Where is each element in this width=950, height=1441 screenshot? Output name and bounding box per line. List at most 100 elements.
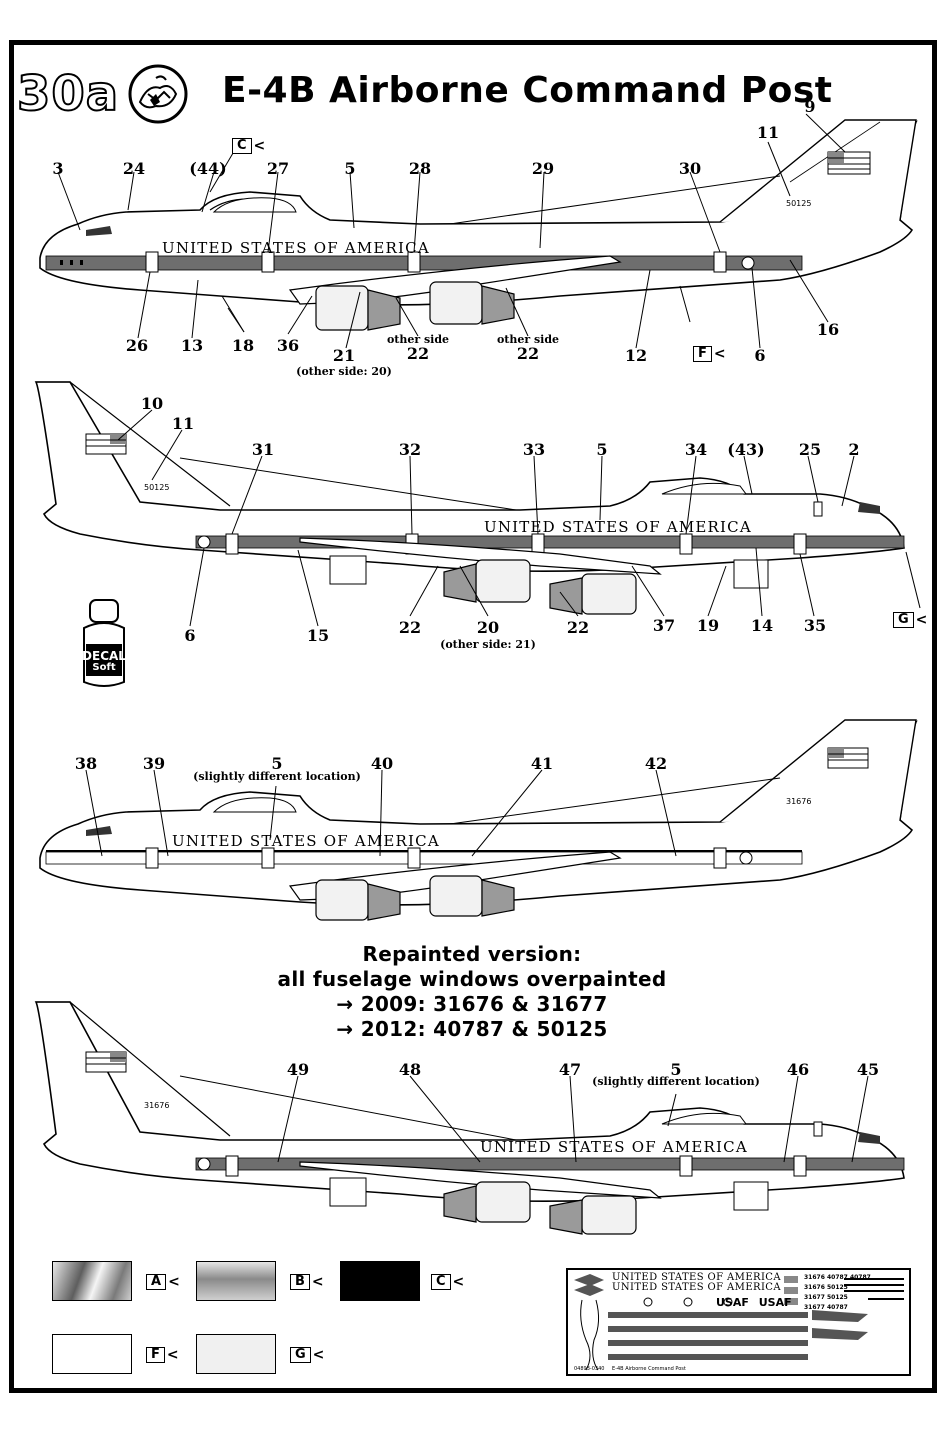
callout: 47	[558, 1060, 582, 1079]
decal-usaf-2: USAF	[758, 1296, 792, 1309]
profile-3-aircraft: 31676 UNITED STATES OF AMERICA	[39, 719, 918, 921]
callout: (43)	[727, 440, 765, 459]
swatch-g	[196, 1334, 276, 1374]
tail-number: 31676	[786, 797, 811, 806]
note: (other side: 20)	[296, 365, 392, 378]
color-code-a: A<	[146, 1274, 180, 1290]
decal-sheet-preview: UNITED STATES OF AMERICA UNITED STATES O…	[566, 1268, 911, 1376]
decal-title-2: UNITED STATES OF AMERICA	[612, 1282, 781, 1293]
callout: 5	[596, 440, 608, 459]
callout: 34	[684, 440, 708, 459]
swatch-f	[52, 1334, 132, 1374]
callout: 13	[180, 336, 204, 355]
decal-title-1: UNITED STATES OF AMERICA	[612, 1272, 781, 1283]
callout: 38	[74, 754, 98, 773]
callout: 9	[804, 97, 816, 116]
callout: 22	[516, 344, 540, 363]
callout: 3	[52, 159, 64, 178]
page-title: E-4B Airborne Command Post	[222, 70, 833, 111]
decal-part-number: 04893-0340	[574, 1366, 605, 1372]
callout: 40	[370, 754, 394, 773]
swatch-a	[52, 1261, 132, 1301]
decal-bottle-sublabel: Soft	[92, 662, 116, 673]
callout: 30	[678, 159, 702, 178]
note: other side	[386, 333, 450, 346]
callout: 42	[644, 754, 668, 773]
callout: 5	[344, 159, 356, 178]
callout: 32	[398, 440, 422, 459]
note: (slightly different location)	[592, 1075, 760, 1088]
callout: 15	[306, 626, 330, 645]
brand-logo-icon	[128, 64, 188, 124]
profile-2-aircraft: 50125 UNITED STATES OF AMERICA	[34, 381, 921, 627]
swatch-c	[340, 1261, 420, 1301]
callout: 39	[142, 754, 166, 773]
callout: 28	[408, 159, 432, 178]
page-frame	[9, 40, 937, 1393]
callout: 12	[624, 346, 648, 365]
repainted-caption: Repainted version: all fuselage windows …	[277, 942, 667, 1041]
color-code-f: F<	[146, 1347, 179, 1363]
callout: 16	[816, 320, 840, 339]
profile-4-aircraft: 31676 UNITED STATES OF AMERICA	[34, 1001, 905, 1235]
callout: 18	[231, 336, 255, 355]
callout: 25	[798, 440, 822, 459]
us-flag-icon	[85, 433, 127, 455]
callout: 21	[332, 346, 356, 365]
fuselage-text: UNITED STATES OF AMERICA	[172, 832, 440, 850]
tail-number: 31676	[144, 1101, 169, 1110]
callout: 29	[531, 159, 555, 178]
callout: 33	[522, 440, 546, 459]
callout: 27	[266, 159, 290, 178]
callout: 20	[476, 618, 500, 637]
callout: 22	[566, 618, 590, 637]
callout: 11	[171, 414, 195, 433]
callout: 5	[670, 1060, 682, 1079]
us-flag-icon	[827, 747, 869, 769]
callout: 41	[530, 754, 554, 773]
callout: 19	[696, 616, 720, 635]
fuselage-text: UNITED STATES OF AMERICA	[484, 518, 752, 536]
callout: 36	[276, 336, 300, 355]
color-code-b: B<	[290, 1274, 324, 1290]
callout: 46	[786, 1060, 810, 1079]
us-flag-icon	[85, 1051, 127, 1073]
decal-usaf-1: USAF	[716, 1296, 749, 1309]
swatch-b	[196, 1261, 276, 1301]
color-code-c: C<	[431, 1274, 464, 1290]
callout: 2	[848, 440, 860, 459]
decal-bottle-label: DECAL	[82, 649, 126, 663]
fuselage-text: UNITED STATES OF AMERICA	[480, 1138, 748, 1156]
note: (slightly different location)	[193, 770, 361, 783]
decal-footer: E-4B Airborne Command Post	[612, 1366, 686, 1372]
callout: 6	[184, 626, 196, 645]
callout: 26	[125, 336, 149, 355]
note: (other side: 21)	[440, 638, 536, 651]
us-flag-icon	[827, 151, 871, 175]
callout: 11	[756, 123, 780, 142]
callout: 6	[754, 346, 766, 365]
callout: (44)	[189, 159, 227, 178]
color-code-f: F<	[693, 346, 726, 362]
profile-1-aircraft: UNITED STATES OF AMERICA 50125	[39, 113, 918, 349]
fuselage-text: UNITED STATES OF AMERICA	[162, 239, 430, 257]
callout: 45	[856, 1060, 880, 1079]
callout: 22	[406, 344, 430, 363]
decal-soft-bottle-icon	[83, 599, 125, 687]
callout: 48	[398, 1060, 422, 1079]
color-code-g: G<	[290, 1347, 324, 1363]
note: other side	[496, 333, 560, 346]
callout: 49	[286, 1060, 310, 1079]
color-code-g: G<	[893, 612, 927, 628]
callout: 24	[122, 159, 146, 178]
callout: 14	[750, 616, 774, 635]
callout: 35	[803, 616, 827, 635]
callout: 10	[140, 394, 164, 413]
tail-number: 50125	[144, 483, 169, 492]
callout: 5	[271, 754, 283, 773]
callout: 22	[398, 618, 422, 637]
callout: 37	[652, 616, 676, 635]
callout: 31	[251, 440, 275, 459]
sheet-number: 30a	[16, 65, 120, 123]
tail-number: 50125	[786, 199, 811, 208]
